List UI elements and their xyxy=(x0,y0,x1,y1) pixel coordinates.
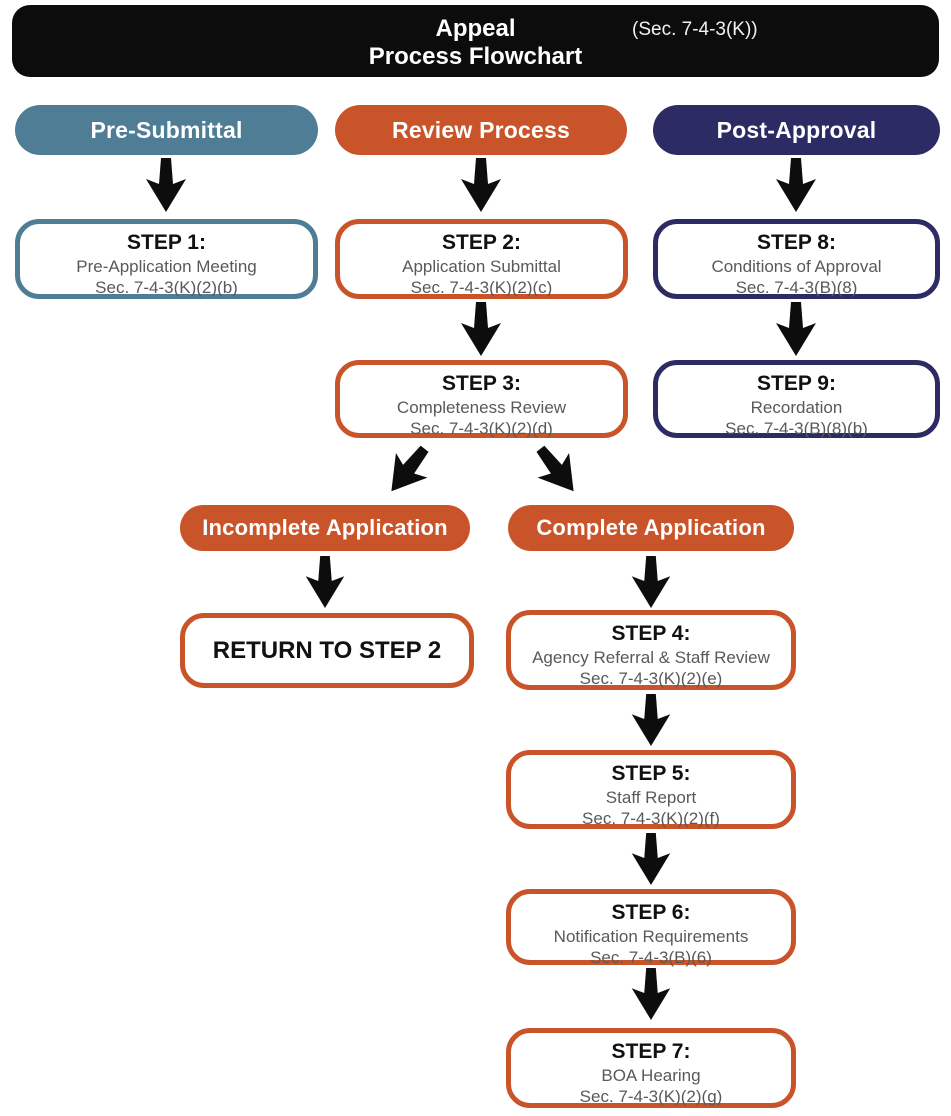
step2-line1: Application Submittal xyxy=(402,257,561,276)
down-arrow-icon xyxy=(631,833,671,885)
step4-box: STEP 4: Agency Referral & Staff Review S… xyxy=(506,610,796,690)
down-arrow-icon xyxy=(461,302,501,356)
step5-line1: Staff Report xyxy=(605,788,697,807)
down-arrow-icon xyxy=(631,694,671,746)
step6-line2: Sec. 7-4-3(B)(6) xyxy=(590,948,712,967)
step3-line1: Completeness Review xyxy=(396,398,567,417)
flowchart-title-bar: Appeal (Sec. 7-4-3(K)) Process Flowchart xyxy=(12,5,939,77)
column-header-pre-submittal: Pre-Submittal xyxy=(15,105,318,155)
complete-application-pill: Complete Application xyxy=(508,505,794,551)
return-to-step2-label: RETURN TO STEP 2 xyxy=(212,636,442,664)
step5-title: STEP 5: xyxy=(611,762,691,785)
column-header-review-process: Review Process xyxy=(335,105,627,155)
step1-box: STEP 1: Pre-Application Meeting Sec. 7-4… xyxy=(15,219,318,299)
step4-line2: Sec. 7-4-3(K)(2)(e) xyxy=(579,669,723,688)
title-line1: Appeal (Sec. 7-4-3(K)) xyxy=(12,15,939,43)
step6-box: STEP 6: Notification Requirements Sec. 7… xyxy=(506,889,796,967)
step4-title: STEP 4: xyxy=(611,622,691,645)
title-section-ref: (Sec. 7-4-3(K)) xyxy=(632,19,758,40)
step1-title: STEP 1: xyxy=(127,231,206,254)
step3-box: STEP 3: Completeness Review Sec. 7-4-3(K… xyxy=(335,360,628,438)
down-left-arrow-icon xyxy=(391,445,429,492)
return-to-step2-box: RETURN TO STEP 2 xyxy=(180,613,474,688)
step2-line2: Sec. 7-4-3(K)(2)(c) xyxy=(410,278,553,297)
step9-line1: Recordation xyxy=(750,398,843,417)
title-main: Appeal xyxy=(435,15,516,42)
step1-line2: Sec. 7-4-3(K)(2)(b) xyxy=(95,278,238,297)
step7-line1: BOA Hearing xyxy=(601,1066,701,1085)
step7-line2: Sec. 7-4-3(K)(2)(g) xyxy=(579,1087,723,1106)
step3-title: STEP 3: xyxy=(442,372,521,395)
down-arrow-icon xyxy=(305,556,345,608)
step9-title: STEP 9: xyxy=(757,372,836,395)
down-arrow-icon xyxy=(631,968,671,1020)
down-arrow-icon xyxy=(461,158,501,212)
step4-line1: Agency Referral & Staff Review xyxy=(532,648,770,667)
step7-box: STEP 7: BOA Hearing Sec. 7-4-3(K)(2)(g) xyxy=(506,1028,796,1108)
title-subtitle: Process Flowchart xyxy=(368,43,583,70)
incomplete-application-pill: Incomplete Application xyxy=(180,505,470,551)
step2-box: STEP 2: Application Submittal Sec. 7-4-3… xyxy=(335,219,628,299)
step6-line1: Notification Requirements xyxy=(553,927,749,946)
step5-line2: Sec. 7-4-3(K)(2)(f) xyxy=(582,809,720,828)
column-header-post-approval: Post-Approval xyxy=(653,105,940,155)
step2-title: STEP 2: xyxy=(442,231,521,254)
step1-line1: Pre-Application Meeting xyxy=(76,257,257,276)
down-arrow-icon xyxy=(776,302,816,356)
step8-line1: Conditions of Approval xyxy=(711,257,882,276)
down-arrow-icon xyxy=(776,158,816,212)
step3-line2: Sec. 7-4-3(K)(2)(d) xyxy=(410,419,553,438)
step8-title: STEP 8: xyxy=(757,231,836,254)
step9-box: STEP 9: Recordation Sec. 7-4-3(B)(8)(b) xyxy=(653,360,940,438)
step7-title: STEP 7: xyxy=(611,1040,691,1063)
step9-line2: Sec. 7-4-3(B)(8)(b) xyxy=(725,419,868,438)
down-arrow-icon xyxy=(631,556,671,608)
step8-box: STEP 8: Conditions of Approval Sec. 7-4-… xyxy=(653,219,940,299)
step6-title: STEP 6: xyxy=(611,901,691,924)
step8-line2: Sec. 7-4-3(B)(8) xyxy=(735,278,858,297)
down-right-arrow-icon xyxy=(536,445,574,492)
down-arrow-icon xyxy=(146,158,186,212)
step5-box: STEP 5: Staff Report Sec. 7-4-3(K)(2)(f) xyxy=(506,750,796,829)
